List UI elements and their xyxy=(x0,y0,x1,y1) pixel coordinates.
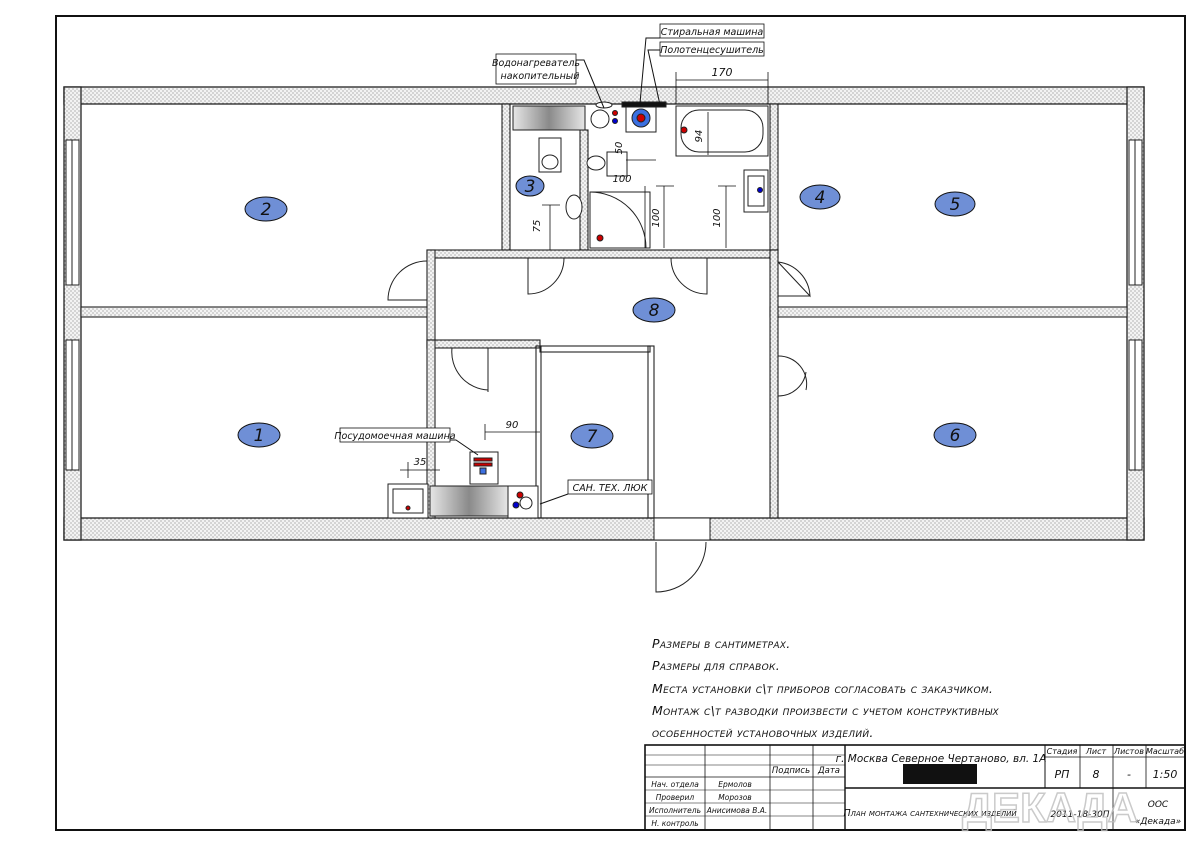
scale-value: 1:50 xyxy=(1153,768,1178,781)
title-block-text: Подпись Дата Нач. отдела Проверил Исполн… xyxy=(649,747,1184,832)
towel-warmer-label: Полотенцесушитель xyxy=(660,45,764,56)
note-line: Монтаж с\т разводки произвести с учетом … xyxy=(652,703,999,718)
room-number: 5 xyxy=(950,195,961,215)
dimension-values: 170 94 50 100 100 100 75 90 35 xyxy=(414,66,733,468)
toilet-main xyxy=(606,151,628,177)
note-line: Размеры для справок. xyxy=(652,658,780,673)
dimension-value: 100 xyxy=(712,208,723,227)
doors xyxy=(387,257,811,593)
sheets-value: - xyxy=(1127,768,1131,781)
note-line: особенностей установочных изделий. xyxy=(652,725,874,740)
room-number: 4 xyxy=(815,188,826,208)
address: г. Москва Северное Чертаново, вл. 1А xyxy=(836,753,1047,765)
watermark: ДЕКАДА xyxy=(962,784,1138,831)
room-number: 2 xyxy=(261,200,272,220)
sanitary-fixtures xyxy=(387,101,769,519)
dimension-value: 75 xyxy=(532,220,543,233)
small-sink xyxy=(565,194,583,220)
washing-machine-label: Стиральная машина xyxy=(661,27,764,38)
role: Исполнитель xyxy=(649,806,701,815)
column-header: Масштаб xyxy=(1146,747,1184,756)
bathroom-counter xyxy=(512,105,586,131)
dimension-value: 35 xyxy=(414,457,427,468)
role: Нач. отдела xyxy=(651,780,699,789)
column-header: Лист xyxy=(1085,747,1107,756)
room-number: 8 xyxy=(649,301,660,321)
project-code: 2011-18-30П xyxy=(1050,810,1109,820)
org-fragment: ООС xyxy=(1148,800,1169,810)
org-name: «Декада» xyxy=(1135,817,1181,827)
sheet-frame xyxy=(55,15,1186,831)
water-heater-label-2: накопительный xyxy=(501,71,580,82)
sign-header: Подпись xyxy=(772,766,810,776)
room-numbers: 1 2 3 4 5 6 7 8 xyxy=(254,177,961,447)
room-number: 7 xyxy=(587,427,598,447)
sheet-value: 8 xyxy=(1093,768,1100,781)
windows xyxy=(65,139,1143,471)
dimension-value: 90 xyxy=(506,420,519,431)
drawing-title: План монтажа сантехнических изделий xyxy=(843,808,1017,819)
title-block xyxy=(644,744,1186,831)
column-header: Листов xyxy=(1113,747,1144,756)
dimension-value: 100 xyxy=(651,208,662,227)
note-line: Размеры в сантиметрах. xyxy=(652,636,791,651)
callouts: Водонагреватель накопительный Стиральная… xyxy=(334,23,765,495)
room-number: 6 xyxy=(950,426,961,446)
water-heater-label-1: Водонагреватель xyxy=(492,58,580,69)
person-name: Ермолов xyxy=(718,780,752,789)
dimension-lines xyxy=(400,72,769,478)
dimension-value: 94 xyxy=(694,130,705,143)
kitchen-counter xyxy=(429,485,509,517)
shower-cabin xyxy=(589,191,651,249)
dishwasher-label: Посудомоечная машина xyxy=(334,431,455,442)
dimension-value: 50 xyxy=(614,142,625,155)
note-line: Места установки с\т приборов согласовать… xyxy=(652,681,994,696)
stage-value: РП xyxy=(1055,768,1070,781)
role: Н. контроль xyxy=(651,819,698,828)
role: Проверил xyxy=(656,793,695,802)
person-name: Анисимова В.А. xyxy=(706,806,768,815)
leader-lines xyxy=(448,37,661,505)
water-heater-symbol xyxy=(590,109,610,129)
room-number: 3 xyxy=(525,177,536,197)
dimension-value: 100 xyxy=(612,174,631,185)
column-header: Стадия xyxy=(1047,747,1078,756)
room-number: 1 xyxy=(254,426,265,446)
service-hatch-label: САН. ТЕХ. ЛЮК xyxy=(573,483,649,494)
room-markers xyxy=(237,175,977,449)
dimension-value: 170 xyxy=(712,66,733,79)
date-header: Дата xyxy=(817,766,840,776)
person-name: Морозов xyxy=(718,793,751,802)
